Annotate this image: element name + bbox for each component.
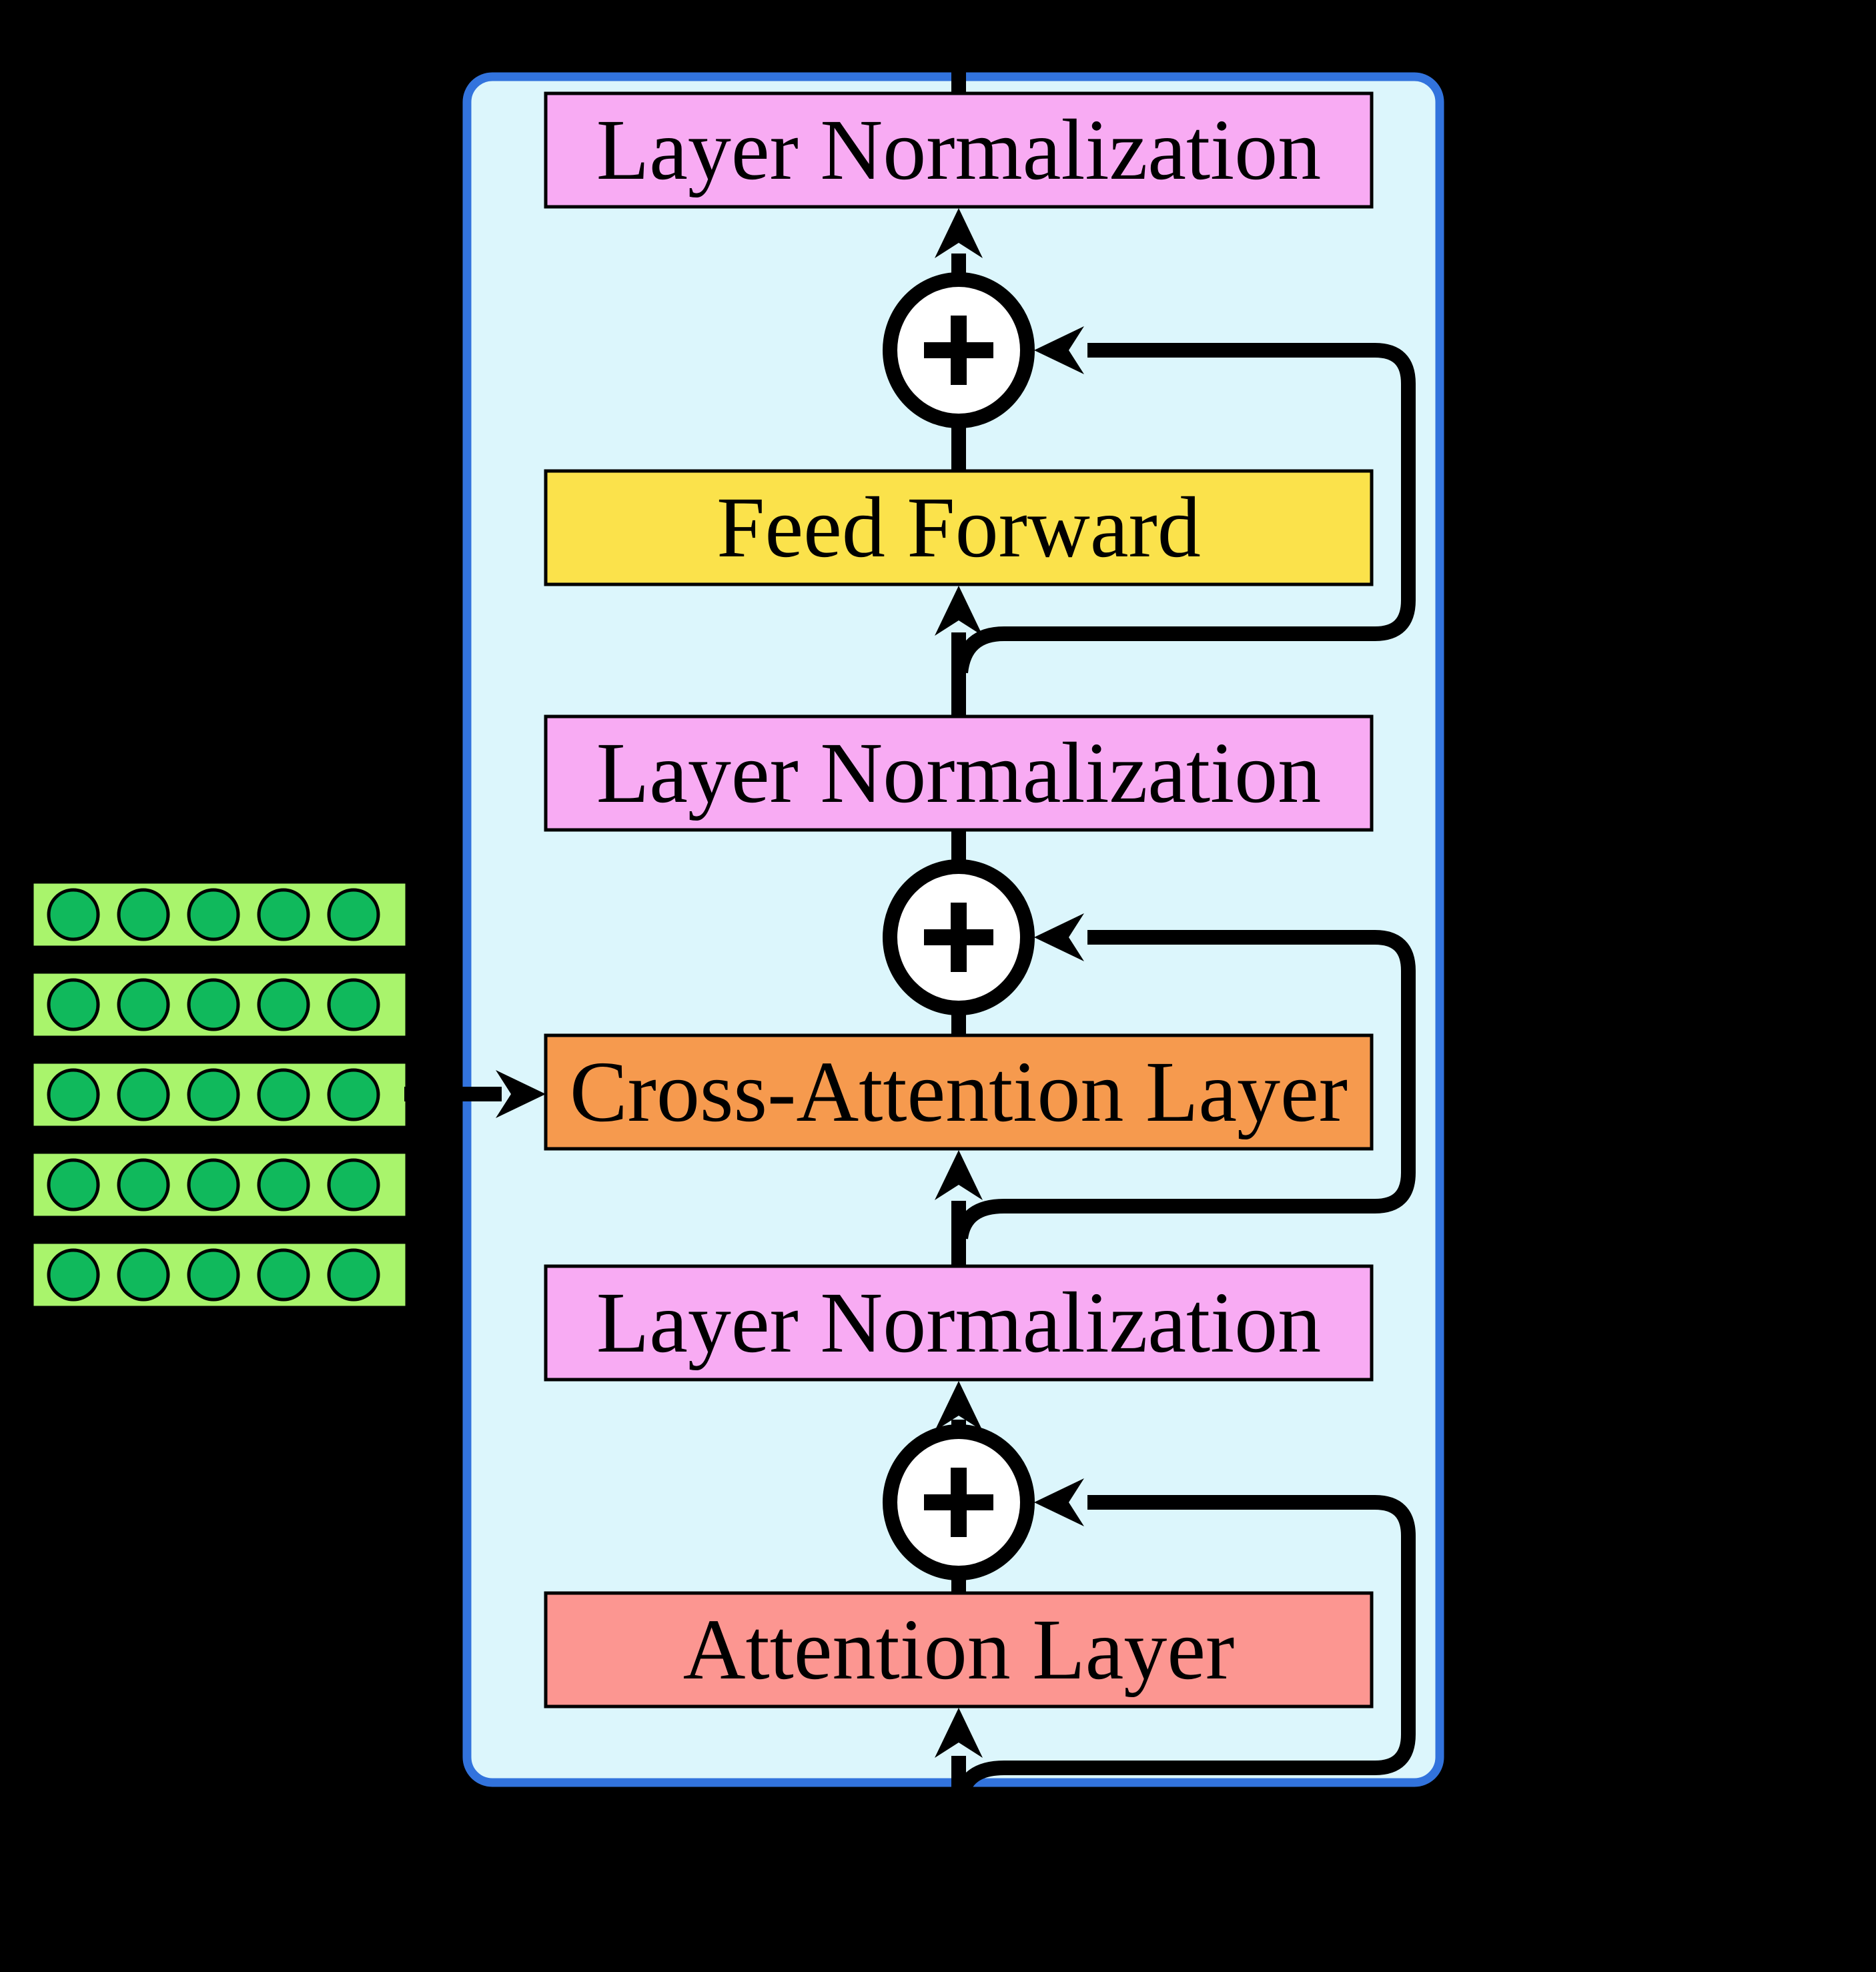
layer-norm-mid-rect	[544, 714, 1374, 832]
layer-norm-bottom-label: Layer Normalization	[596, 1275, 1321, 1371]
arrowhead-into-feedforward	[935, 586, 983, 636]
arrowhead-into-cross-attention	[935, 1150, 983, 1200]
arrowhead-into-attention	[935, 1708, 983, 1758]
layer-norm-mid-box: Layer Normalization	[544, 714, 1374, 832]
token-dot	[117, 1248, 170, 1302]
residual-skip-feedforward	[953, 343, 1416, 674]
feed-forward-rect	[544, 469, 1374, 586]
token-dot	[257, 1068, 310, 1121]
token-dot	[187, 1248, 240, 1302]
plus-icon	[924, 316, 993, 385]
attention-box: Attention Layer	[544, 1591, 1374, 1708]
token-dot	[187, 888, 240, 941]
token-dot	[327, 1248, 380, 1302]
token-dot	[327, 1068, 380, 1121]
token-dot	[187, 1158, 240, 1211]
layer-norm-top-rect	[544, 91, 1374, 209]
cross-attention-box: Cross-Attention Layer	[544, 1033, 1374, 1151]
token-dot	[47, 978, 100, 1031]
plus-icon	[924, 903, 993, 972]
feed-forward-box: Feed Forward	[544, 469, 1374, 586]
token-dot	[327, 888, 380, 941]
layer-norm-top-box: Layer Normalization	[544, 91, 1374, 209]
layer-norm-bottom-box: Layer Normalization	[544, 1264, 1374, 1382]
attention-label: Attention Layer	[683, 1602, 1235, 1698]
cross-attention-rect	[544, 1033, 1374, 1151]
arrowhead-into-add-3	[1034, 1478, 1084, 1526]
token-dot	[117, 888, 170, 941]
token-dot	[187, 978, 240, 1031]
arrowhead-into-cross-attention-left	[496, 1070, 546, 1118]
residual-skip-attention	[953, 1495, 1416, 1801]
token-dot	[257, 888, 310, 941]
token-row	[30, 1240, 409, 1310]
token-dot	[187, 1068, 240, 1121]
token-dot	[47, 1068, 100, 1121]
feed-forward-label: Feed Forward	[717, 480, 1201, 576]
token-dot	[257, 1158, 310, 1211]
token-dot	[117, 978, 170, 1031]
token-dot	[327, 978, 380, 1031]
residual-skip-cross-attention	[953, 930, 1416, 1240]
layer-norm-bottom-rect	[544, 1264, 1374, 1382]
plus-icon	[924, 1468, 993, 1537]
encoder-token-matrix	[30, 880, 409, 1310]
add-node-3	[883, 1424, 1035, 1580]
arrowhead-into-add-1	[1034, 326, 1084, 374]
token-row	[30, 1060, 409, 1129]
token-dot	[47, 1248, 100, 1302]
arrowhead-into-norm-top	[935, 208, 983, 258]
add-node-1	[883, 272, 1035, 428]
token-dot	[327, 1158, 380, 1211]
token-row	[30, 970, 409, 1039]
token-dot	[117, 1158, 170, 1211]
token-dot	[257, 978, 310, 1031]
cross-attention-label: Cross-Attention Layer	[570, 1044, 1348, 1140]
layer-norm-top-label: Layer Normalization	[596, 102, 1321, 198]
arrowhead-into-norm-bottom	[935, 1381, 983, 1431]
token-dot	[47, 1158, 100, 1211]
attention-rect	[544, 1591, 1374, 1708]
token-dot	[117, 1068, 170, 1121]
arrowhead-into-add-2	[1034, 913, 1084, 961]
token-dot	[257, 1248, 310, 1302]
token-row	[30, 880, 409, 949]
token-row	[30, 1150, 409, 1219]
add-node-2	[883, 859, 1035, 1015]
layer-norm-mid-label: Layer Normalization	[596, 725, 1321, 821]
token-dot	[47, 888, 100, 941]
